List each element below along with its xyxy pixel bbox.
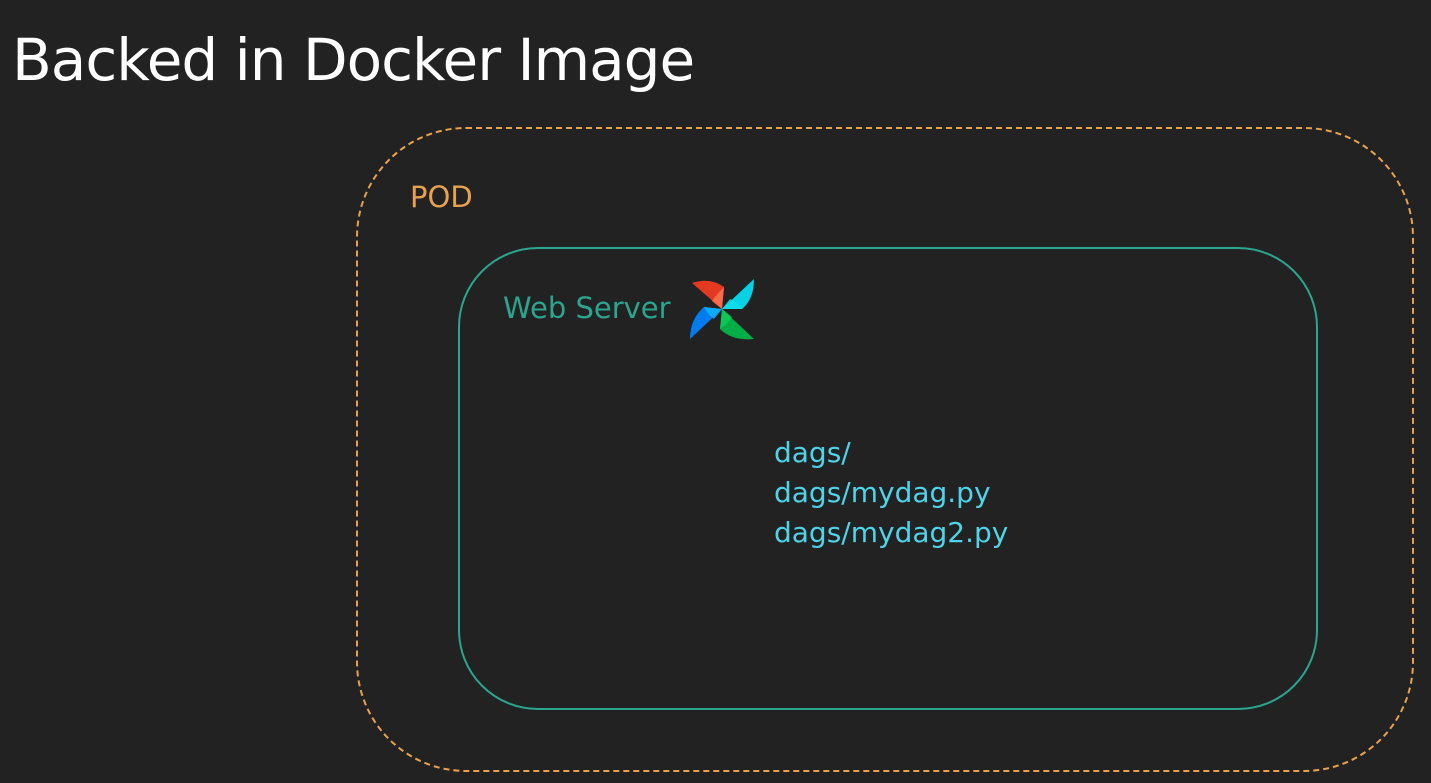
file-entry: dags/mydag2.py bbox=[774, 516, 1009, 549]
web-server-label: Web Server bbox=[503, 291, 671, 325]
file-entry: dags/mydag.py bbox=[774, 476, 991, 509]
airflow-pinwheel-icon bbox=[690, 279, 754, 340]
pod-label: POD bbox=[410, 180, 473, 214]
pod-container bbox=[356, 127, 1414, 772]
page-title: Backed in Docker Image bbox=[12, 26, 695, 94]
file-entry: dags/ bbox=[774, 436, 851, 469]
dag-file-list: dags/ dags/mydag.py dags/mydag2.py bbox=[774, 433, 1008, 553]
web-server-container bbox=[458, 247, 1318, 710]
